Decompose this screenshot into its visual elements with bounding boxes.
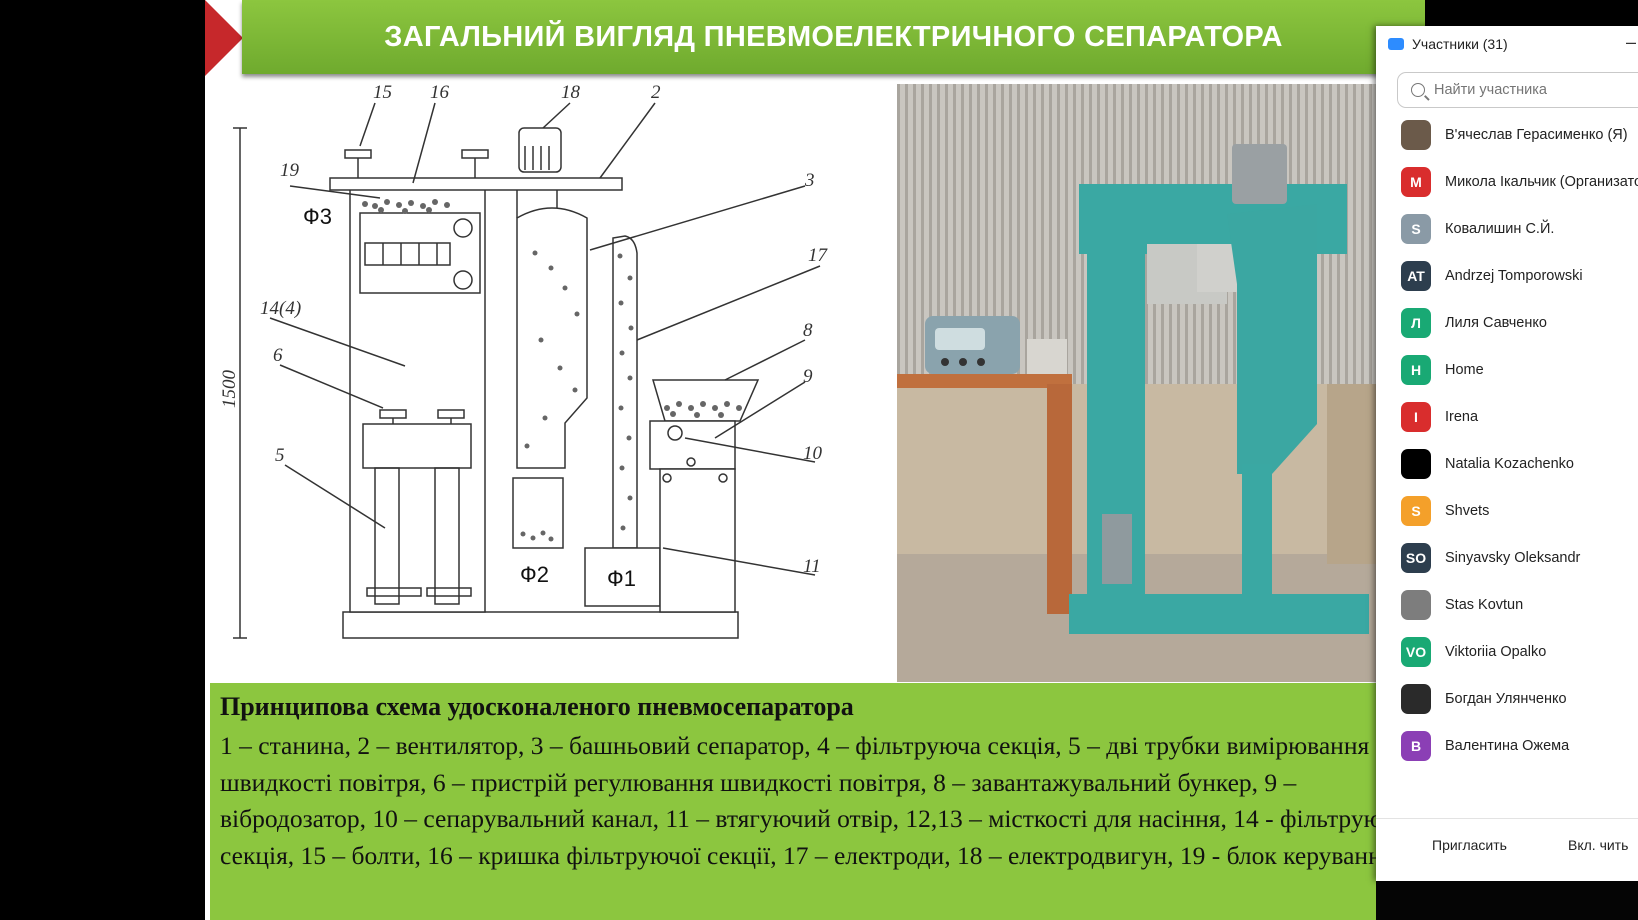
callout-15: 15 (373, 82, 392, 103)
participant-list: В'ячеслав Герасименко (Я) М Микола Ікальч… (1376, 111, 1638, 769)
participant-name: Irena (1445, 408, 1479, 425)
slide-title: ЗАГАЛЬНИЙ ВИГЛЯД ПНЕВМОЕЛЕКТРИЧНОГО СЕПА… (384, 20, 1283, 53)
caption-title: Принципова схема удосконаленого пневмосе… (220, 692, 854, 721)
avatar: H (1401, 354, 1431, 385)
avatar: Л (1401, 307, 1431, 338)
participant-name: Andrzej Tomporowski (1445, 267, 1583, 284)
participants-header: Участники (31) – (1376, 26, 1638, 62)
participant-search[interactable] (1397, 72, 1638, 108)
participant-name: Stas Kovtun (1445, 596, 1524, 613)
avatar: I (1401, 401, 1431, 432)
participant-name: Богдан Улянченко (1445, 690, 1567, 707)
phase-label-f1: Ф1 (607, 566, 636, 591)
callout-18: 18 (561, 82, 581, 103)
participant-name: В'ячеслав Герасименко (Я) (1445, 126, 1628, 143)
avatar: S (1401, 213, 1431, 244)
callout-19: 19 (280, 160, 300, 181)
callout-5: 5 (275, 445, 285, 466)
minimize-button[interactable]: – (1625, 32, 1636, 52)
callout-14: 14(4) (260, 298, 301, 319)
avatar: М (1401, 166, 1431, 197)
phase-label-f2: Ф2 (520, 562, 549, 587)
avatar: S (1401, 495, 1431, 526)
callout-10: 10 (803, 443, 823, 464)
callout-16: 16 (430, 82, 450, 103)
slide-caption: Принципова схема удосконаленого пневмосе… (210, 683, 1425, 920)
separator-photo (897, 84, 1425, 682)
participant-name: Sinyavsky Oleksandr (1445, 549, 1581, 566)
callout-3: 3 (804, 170, 815, 191)
avatar: AT (1401, 260, 1431, 291)
participant-row[interactable]: H Home (1376, 346, 1638, 393)
participant-search-input[interactable] (1432, 81, 1636, 99)
zoom-logo-icon (1388, 38, 1404, 50)
callout-2: 2 (651, 82, 661, 103)
participant-row[interactable]: В'ячеслав Герасименко (Я) (1376, 111, 1638, 158)
participant-name: Home (1445, 361, 1484, 378)
participant-row[interactable]: Natalia Kozachenko (1376, 440, 1638, 487)
slide-red-arrow (205, 0, 243, 76)
search-icon (1411, 83, 1425, 97)
caption-legend-text: 1 – станина, 2 – вентилятор, 3 – башньов… (220, 731, 1406, 870)
avatar: SO (1401, 542, 1431, 573)
avatar: VO (1401, 636, 1431, 667)
participant-name: Shvets (1445, 502, 1490, 519)
avatar (1401, 448, 1431, 479)
presentation-slide: ЗАГАЛЬНИЙ ВИГЛЯД ПНЕВМОЕЛЕКТРИЧНОГО СЕПА… (205, 0, 1425, 920)
callout-11: 11 (803, 556, 821, 577)
photo-avatar-icon (1401, 683, 1431, 714)
callout-8: 8 (803, 320, 813, 341)
phase-label-f3: Ф3 (303, 204, 332, 229)
participant-name: Валентина Ожема (1445, 737, 1570, 754)
participants-panel: Участники (31) – В'ячеслав Герасименко (… (1376, 26, 1638, 881)
participant-row[interactable]: Л Лиля Савченко (1376, 299, 1638, 346)
avatar: В (1401, 730, 1431, 761)
participant-row[interactable]: Stas Kovtun (1376, 581, 1638, 628)
participant-row[interactable]: SO Sinyavsky Oleksandr (1376, 534, 1638, 581)
participant-row[interactable]: VO Viktoriia Opalko (1376, 628, 1638, 675)
participant-row[interactable]: В Валентина Ожема (1376, 722, 1638, 769)
participant-row[interactable]: S Shvets (1376, 487, 1638, 534)
photo-avatar-icon (1401, 119, 1431, 150)
separator-schematic: 1500 15 16 18 2 19 3 17 14(4) 6 8 9 5 10… (219, 82, 829, 639)
photo-avatar-icon (1401, 589, 1431, 620)
participant-name: Лиля Савченко (1445, 314, 1547, 331)
participants-title: Участники (31) (1412, 36, 1508, 52)
participant-row[interactable]: I Irena (1376, 393, 1638, 440)
participant-row[interactable]: AT Andrzej Tomporowski (1376, 252, 1638, 299)
participants-footer: Пригласить Вкл. чить (1376, 818, 1638, 881)
participant-name: Natalia Kozachenko (1445, 455, 1574, 472)
invite-button[interactable]: Пригласить (1426, 836, 1513, 854)
participant-name: Ковалишин С.Й. (1445, 220, 1555, 237)
unmute-button[interactable]: Вкл. чить (1562, 836, 1634, 854)
participant-row[interactable]: М Микола Ікальчик (Организатор) (1376, 158, 1638, 205)
participant-name: Микола Ікальчик (Организатор) (1445, 173, 1638, 190)
slide-title-bar: ЗАГАЛЬНИЙ ВИГЛЯД ПНЕВМОЕЛЕКТРИЧНОГО СЕПА… (242, 0, 1425, 74)
participant-row[interactable]: S Ковалишин С.Й. (1376, 205, 1638, 252)
callout-9: 9 (803, 366, 813, 387)
screen-bottom-edge (1376, 881, 1638, 920)
participant-row[interactable]: Богдан Улянченко (1376, 675, 1638, 722)
callout-17: 17 (808, 245, 829, 266)
participant-name: Viktoriia Opalko (1445, 643, 1547, 660)
dimension-label: 1500 (219, 370, 240, 409)
callout-6: 6 (273, 345, 283, 366)
